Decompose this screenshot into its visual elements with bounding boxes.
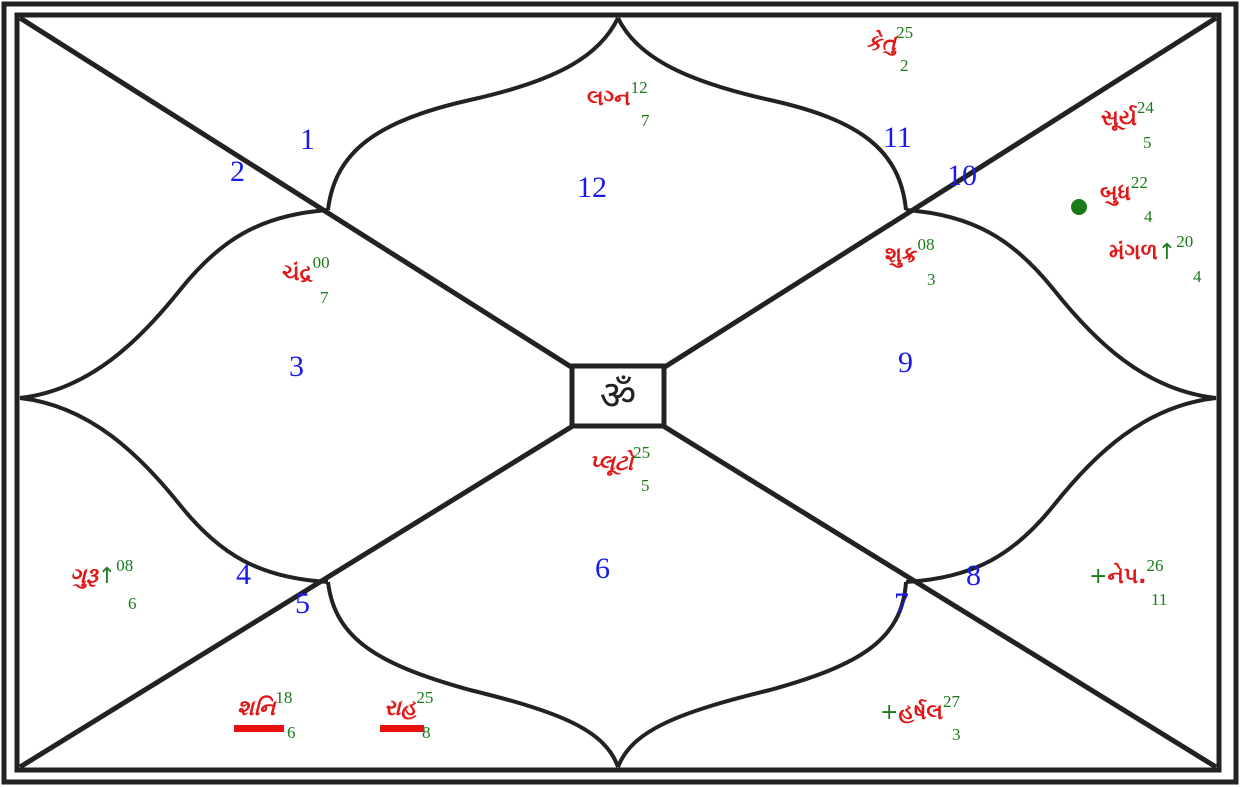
planet-degree: 08	[917, 235, 935, 254]
planet-sign: 7	[641, 111, 650, 130]
planet-sign: 6	[128, 594, 137, 613]
right-curve-top	[905, 208, 1217, 400]
planet-shukra: શુક્ર08 3	[885, 236, 936, 288]
planet-name: ચંદ્ર	[282, 261, 313, 286]
diagonal-right-bottom	[658, 421, 1218, 770]
house-number-12: 12	[577, 171, 607, 204]
planet-sign: 3	[927, 270, 936, 289]
house-number-4: 4	[236, 558, 251, 591]
planet-sign: 3	[952, 725, 961, 744]
house-number-7: 7	[894, 587, 909, 620]
bottom-curve-right	[616, 581, 908, 768]
planet-herschel: +હર્ષલ27 3	[880, 693, 961, 743]
planet-surya: સૂર્ય24 5	[1101, 99, 1154, 151]
planet-pluto: પ્લૂટો25 5	[589, 444, 650, 494]
planet-degree: 25	[633, 443, 651, 462]
planet-degree: 27	[943, 692, 961, 711]
house-number-9: 9	[898, 346, 913, 379]
planet-degree: 12	[630, 78, 648, 97]
budh-dot-icon	[1071, 199, 1087, 215]
planet-name: પ્લૂટો	[589, 451, 634, 476]
diagonal-left-bottom	[18, 421, 578, 770]
planet-guru: ગુરૂ↑08 6	[70, 557, 137, 612]
house-number-8: 8	[966, 559, 981, 592]
om-symbol: ॐ	[599, 373, 637, 419]
planet-name: મંગળ	[1109, 240, 1158, 265]
planet-degree: 18	[275, 688, 293, 707]
planet-degree: 08	[116, 556, 134, 575]
planet-sign: 4	[1193, 267, 1202, 286]
planet-sign: 8	[422, 723, 431, 742]
house-number-3: 3	[289, 350, 304, 383]
planet-name: સૂર્ય	[1101, 106, 1137, 131]
planet-sign: 6	[287, 723, 296, 742]
planet-neptune: +નેપ.26 11	[1089, 557, 1167, 608]
planet-name: હર્ષલ	[898, 700, 944, 725]
center-box	[569, 363, 667, 429]
planet-shani: શનિ18 6	[237, 689, 296, 741]
planet-chandra: ચંદ્ર00 7	[282, 254, 330, 306]
house-number-11: 11	[883, 121, 912, 154]
right-curve-bottom	[905, 396, 1217, 584]
planet-name: કેતુ	[866, 31, 897, 56]
planet-name: ગુરૂ	[70, 564, 98, 589]
inner-border	[14, 12, 1222, 773]
planet-degree: 26	[1146, 556, 1164, 575]
house-number-10: 10	[947, 159, 977, 192]
plus-icon: +	[1089, 564, 1108, 589]
bottom-curve-left	[326, 581, 620, 768]
planet-sign: 5	[1143, 133, 1152, 152]
planet-degree: 00	[312, 253, 330, 272]
planet-lagna: લગ્ન12 7	[587, 79, 650, 129]
rahu-underline	[380, 725, 424, 732]
planet-sign: 11	[1151, 590, 1168, 609]
planet-sign: 7	[320, 288, 329, 307]
diagonal-right-top	[658, 15, 1218, 373]
top-curve-right	[616, 17, 908, 211]
house-number-5: 5	[295, 587, 310, 620]
arrow-up-icon: ↑	[1157, 240, 1177, 265]
house-number-1: 1	[300, 123, 315, 156]
planet-degree: 25	[416, 688, 434, 707]
planet-sign: 4	[1144, 207, 1153, 226]
planet-rahu: રાહ25 8	[384, 689, 433, 741]
diagonal-left-top	[18, 15, 578, 373]
shani-underline	[234, 725, 284, 732]
planet-name: રાહ	[384, 696, 417, 721]
arrow-up-icon: ↑	[97, 564, 117, 589]
planet-budh: બુધ22 4	[1100, 174, 1153, 225]
planet-sign: 5	[641, 476, 650, 495]
left-curve-bottom	[19, 396, 329, 584]
top-curve-left	[326, 17, 620, 211]
house-number-2: 2	[230, 155, 245, 188]
planet-mangal: મંગળ↑20 4	[1109, 233, 1202, 285]
planet-sign: 2	[900, 56, 909, 75]
planet-degree: 20	[1176, 232, 1194, 251]
planet-name: લગ્ન	[587, 86, 631, 111]
plus-icon: +	[880, 700, 899, 725]
house-number-6: 6	[595, 552, 610, 585]
planet-name: શુક્ર	[885, 243, 918, 268]
planet-name: બુધ	[1100, 181, 1131, 206]
planet-degree: 24	[1136, 98, 1154, 117]
planet-name: નેપ.	[1107, 564, 1147, 589]
left-curve-top	[19, 208, 329, 400]
planet-degree: 22	[1130, 173, 1148, 192]
planet-ketu: કેતુ25 2	[866, 24, 913, 74]
planet-degree: 25	[896, 23, 914, 42]
planet-name: શનિ	[237, 696, 276, 721]
